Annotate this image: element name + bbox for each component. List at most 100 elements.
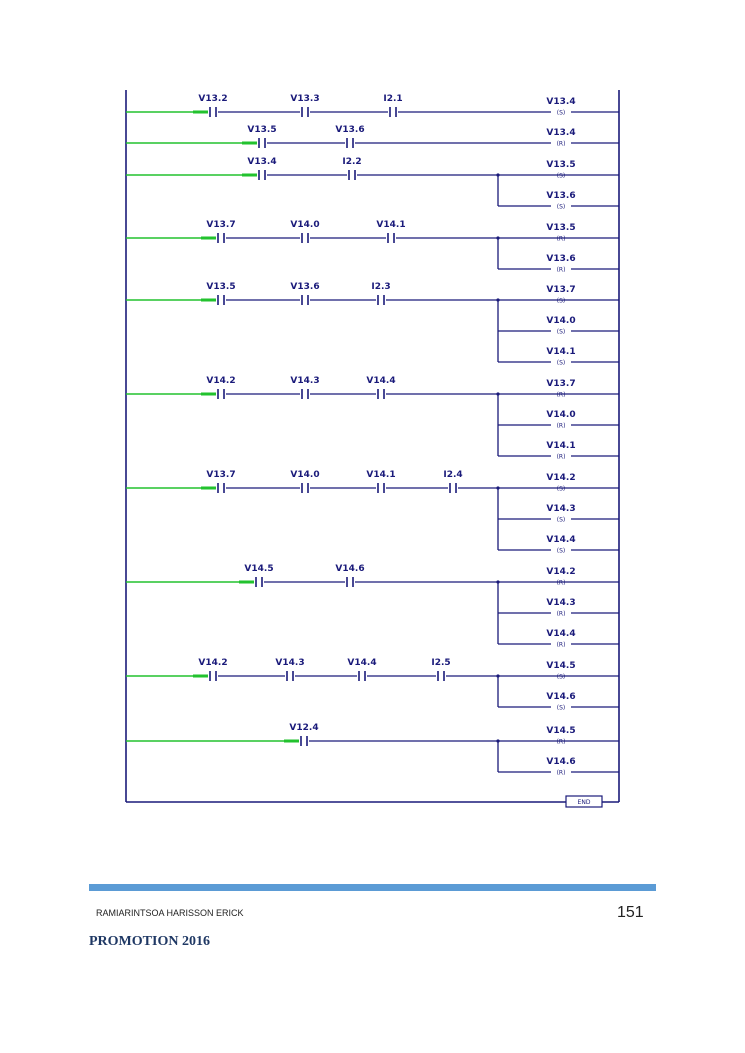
- contact-label: V13.4: [247, 157, 276, 167]
- coil-label: V14.4: [546, 535, 575, 545]
- coil-symbol: (R): [557, 267, 566, 274]
- coil-label: V13.7: [546, 379, 575, 389]
- contact-label: V14.3: [290, 376, 319, 386]
- contact-gap: [347, 169, 357, 181]
- coil-gap: [551, 139, 571, 147]
- coil-gap: [551, 452, 571, 460]
- contact-gap: [376, 294, 386, 306]
- contact-gap: [376, 388, 386, 400]
- coil-symbol: (S): [557, 204, 566, 211]
- coil-symbol: (S): [557, 548, 566, 555]
- coil-gap: [551, 202, 571, 210]
- coil-gap: [551, 546, 571, 554]
- coil-gap: [551, 640, 571, 648]
- coil-label: V13.4: [546, 128, 575, 138]
- contact-label: V13.7: [206, 470, 235, 480]
- contact-gap: [357, 670, 367, 682]
- coil-label: V14.3: [546, 598, 575, 608]
- coil-label: V14.6: [546, 692, 575, 702]
- coil-gap: [551, 358, 571, 366]
- coil-gap: [551, 108, 571, 116]
- coil-label: V13.5: [546, 223, 575, 233]
- coil-symbol: (S): [557, 486, 566, 493]
- contact-label: I2.5: [431, 658, 450, 668]
- coil-symbol: (S): [557, 173, 566, 180]
- contact-gap: [386, 232, 396, 244]
- contact-label: V13.7: [206, 220, 235, 230]
- coil-symbol: (R): [557, 770, 566, 777]
- coil-symbol: (R): [557, 611, 566, 618]
- coil-symbol: (S): [557, 674, 566, 681]
- coil-gap: [551, 703, 571, 711]
- coil-symbol: (S): [557, 329, 566, 336]
- contact-gap: [388, 106, 398, 118]
- contact-label: V14.1: [366, 470, 395, 480]
- coil-label: V14.2: [546, 567, 575, 577]
- coil-symbol: (R): [557, 236, 566, 243]
- coil-symbol: (R): [557, 392, 566, 399]
- coil-gap: [551, 327, 571, 335]
- coil-symbol: (R): [557, 642, 566, 649]
- coil-label: V14.0: [546, 316, 575, 326]
- coil-gap: [551, 768, 571, 776]
- coil-gap: [551, 515, 571, 523]
- coil-label: V13.7: [546, 285, 575, 295]
- contact-gap: [257, 169, 267, 181]
- coil-label: V14.5: [546, 661, 575, 671]
- contact-label: V13.3: [290, 94, 319, 104]
- coil-label: V14.3: [546, 504, 575, 514]
- footer-promotion: PROMOTION 2016: [89, 934, 210, 949]
- coil-gap: [551, 265, 571, 273]
- branch-node: [496, 298, 500, 302]
- branch-node: [496, 392, 500, 396]
- coil-symbol: (S): [557, 517, 566, 524]
- coil-label: V13.5: [546, 160, 575, 170]
- contact-gap: [285, 670, 295, 682]
- contact-gap: [216, 294, 226, 306]
- coil-label: V14.0: [546, 410, 575, 420]
- coil-symbol: (R): [557, 580, 566, 587]
- coil-label: V14.4: [546, 629, 575, 639]
- branch-node: [496, 486, 500, 490]
- contact-label: I2.3: [371, 282, 390, 292]
- contact-label: I2.2: [342, 157, 361, 167]
- footer-bar: [89, 884, 656, 891]
- coil-symbol: (R): [557, 454, 566, 461]
- coil-label: V14.1: [546, 347, 575, 357]
- branch-node: [496, 236, 500, 240]
- contact-gap: [300, 482, 310, 494]
- contact-gap: [254, 576, 264, 588]
- contact-gap: [208, 670, 218, 682]
- contact-gap: [345, 137, 355, 149]
- contact-gap: [216, 482, 226, 494]
- contact-gap: [300, 294, 310, 306]
- branch-node: [496, 674, 500, 678]
- contact-label: V14.1: [376, 220, 405, 230]
- contact-gap: [216, 232, 226, 244]
- branch-node: [496, 580, 500, 584]
- contact-label: V14.0: [290, 220, 319, 230]
- contact-gap: [448, 482, 458, 494]
- coil-label: V13.6: [546, 254, 575, 264]
- contact-label: V13.5: [247, 125, 276, 135]
- coil-label: V14.1: [546, 441, 575, 451]
- page-number: 151: [617, 904, 644, 921]
- contact-label: V14.0: [290, 470, 319, 480]
- footer-author: RAMIARINTSOA HARISSON ERICK: [96, 908, 244, 918]
- contact-gap: [208, 106, 218, 118]
- contact-gap: [300, 106, 310, 118]
- contact-label: V13.6: [335, 125, 364, 135]
- coil-symbol: (R): [557, 141, 566, 148]
- contact-label: V13.5: [206, 282, 235, 292]
- contact-label: V14.3: [275, 658, 304, 668]
- contact-label: V14.4: [347, 658, 376, 668]
- contact-gap: [300, 232, 310, 244]
- coil-symbol: (S): [557, 298, 566, 305]
- contact-gap: [299, 735, 309, 747]
- contact-gap: [376, 482, 386, 494]
- contact-label: V14.4: [366, 376, 395, 386]
- coil-label: V14.5: [546, 726, 575, 736]
- contact-gap: [300, 388, 310, 400]
- branch-node: [496, 739, 500, 743]
